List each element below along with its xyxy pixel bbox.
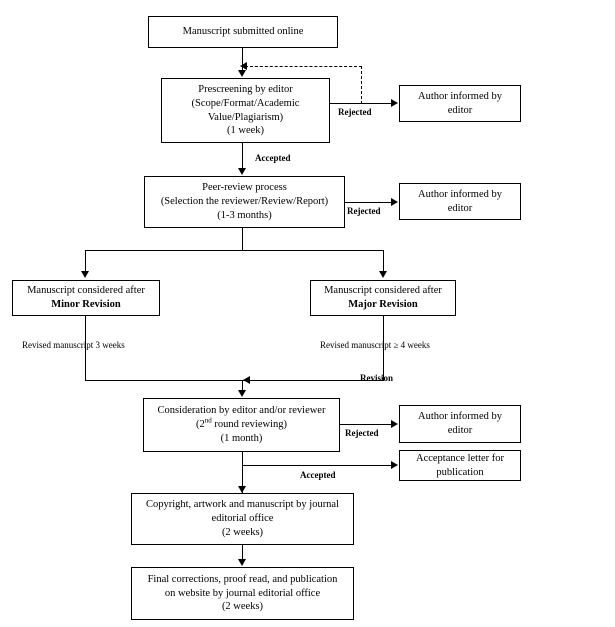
edge-prescreening-rejected bbox=[330, 103, 392, 104]
node-peer-review[interactable]: Peer-review process (Selection the revie… bbox=[144, 176, 345, 228]
arrowhead-right-author-informed-1 bbox=[391, 99, 398, 107]
node-prescreening[interactable]: Prescreening by editor (Scope/Format/Aca… bbox=[161, 78, 330, 143]
node-line: Copyright, artwork and manuscript by jou… bbox=[145, 499, 340, 511]
edge-minor-revision-down bbox=[85, 316, 86, 381]
node-line: (1 month) bbox=[220, 432, 263, 444]
edge-fork-to-minor bbox=[85, 250, 86, 272]
arrowhead-right-acceptance-letter bbox=[391, 461, 398, 469]
edge-fork-to-major bbox=[383, 250, 384, 272]
node-minor-revision[interactable]: Manuscript considered after Minor Revisi… bbox=[12, 280, 160, 316]
edge-consideration-accepted-stem bbox=[242, 452, 243, 493]
edge-peer-review-fork-bar bbox=[85, 250, 383, 251]
edge-dashed-rejected-feedback-vertical bbox=[361, 66, 362, 104]
node-acceptance-letter[interactable]: Acceptance letter for publication bbox=[399, 450, 521, 481]
ordinal-suffix: nd bbox=[204, 416, 212, 425]
edge-major-revision-down bbox=[383, 316, 384, 381]
edge-consideration-rejected bbox=[340, 424, 392, 425]
edge-label-revision: Revision bbox=[360, 373, 394, 383]
node-major-revision[interactable]: Manuscript considered after Major Revisi… bbox=[310, 280, 456, 316]
node-line: editor bbox=[447, 425, 473, 436]
node-line: (2 weeks) bbox=[221, 601, 264, 613]
node-consideration[interactable]: Consideration by editor and/or reviewer … bbox=[143, 398, 340, 452]
node-line: (2 weeks) bbox=[221, 526, 264, 538]
node-line: Consideration by editor and/or reviewer bbox=[157, 405, 326, 417]
arrowhead-down-consideration bbox=[238, 390, 246, 397]
node-line: editor bbox=[447, 104, 473, 116]
node-line: publication bbox=[436, 466, 484, 478]
node-line: (1 week) bbox=[226, 125, 265, 137]
arrowhead-down-peer-review bbox=[238, 168, 246, 175]
node-line: Final corrections, proof read, and publi… bbox=[147, 573, 338, 585]
arrowhead-down-copyright bbox=[238, 486, 246, 493]
node-line-ordinal: (2nd round reviewing) bbox=[196, 416, 287, 432]
edge-label-rejected-prescreen: Rejected bbox=[338, 107, 372, 117]
node-final-corrections[interactable]: Final corrections, proof read, and publi… bbox=[131, 567, 354, 620]
arrowhead-right-author-informed-2 bbox=[391, 198, 398, 206]
node-line: Peer-review process bbox=[202, 182, 287, 194]
node-author-informed-2[interactable]: Author informed by editor bbox=[399, 183, 521, 220]
edge-label-minor-time: Revised manuscript 3 weeks bbox=[22, 340, 125, 350]
arrowhead-right-author-informed-3 bbox=[391, 420, 398, 428]
edge-label-rejected-second: Rejected bbox=[345, 428, 379, 438]
node-line: Author informed by bbox=[418, 411, 502, 423]
node-line: Manuscript considered after bbox=[324, 285, 442, 297]
node-line: Author informed by bbox=[418, 90, 502, 102]
edge-merge-to-consideration bbox=[242, 380, 243, 391]
node-line: on website by journal editorial office bbox=[164, 587, 321, 599]
node-line: editorial office bbox=[211, 513, 274, 525]
node-line: (Scope/Format/Academic bbox=[191, 97, 300, 109]
edge-consideration-to-acceptance bbox=[242, 465, 392, 466]
edge-label-rejected-peer: Rejected bbox=[347, 206, 381, 216]
node-author-informed-3[interactable]: Author informed by editor bbox=[399, 405, 521, 443]
node-line-ordinal-pre: (2 bbox=[196, 419, 205, 431]
edge-prescreening-accepted bbox=[242, 143, 243, 168]
arrowhead-down-final-corrections bbox=[238, 559, 246, 566]
node-line: Prescreening by editor bbox=[198, 83, 293, 95]
node-line-emphasis: Major Revision bbox=[348, 299, 418, 310]
node-author-informed-1[interactable]: Author informed by editor bbox=[399, 85, 521, 122]
arrowhead-down-major-revision bbox=[379, 271, 387, 278]
edge-copyright-to-final bbox=[242, 545, 243, 560]
node-line: Author informed by bbox=[418, 188, 502, 200]
edge-revision-merge-bar bbox=[85, 380, 384, 381]
arrowhead-down-prescreening bbox=[238, 70, 246, 77]
node-line: Acceptance letter for bbox=[415, 452, 505, 464]
edge-label-accepted-second: Accepted bbox=[300, 470, 336, 480]
node-line: Value/Plagiarism) bbox=[207, 111, 284, 123]
edge-label-accepted-prescreen: Accepted bbox=[255, 153, 291, 163]
edge-label-major-time: Revised manuscript ≥ 4 weeks bbox=[320, 340, 430, 350]
node-line-ordinal-post: round reviewing) bbox=[211, 419, 287, 431]
node-line: Manuscript considered after bbox=[27, 285, 145, 297]
node-line: (1-3 months) bbox=[217, 209, 272, 221]
arrowhead-left-revision bbox=[243, 376, 250, 384]
node-line: editor bbox=[447, 202, 473, 214]
node-manuscript-submitted[interactable]: Manuscript submitted online bbox=[148, 16, 338, 48]
edge-peer-review-rejected bbox=[345, 202, 392, 203]
edge-dashed-rejected-feedback-horizontal bbox=[245, 66, 362, 67]
arrowhead-down-minor-revision bbox=[81, 271, 89, 278]
node-line-emphasis: Minor Revision bbox=[51, 299, 121, 310]
node-line: (Selection the reviewer/Review/Report) bbox=[160, 196, 329, 208]
node-line: Manuscript submitted online bbox=[182, 26, 304, 38]
edge-peer-review-fork-stem bbox=[242, 228, 243, 251]
arrowhead-left-dashed-feedback bbox=[240, 62, 247, 70]
node-copyright[interactable]: Copyright, artwork and manuscript by jou… bbox=[131, 493, 354, 545]
edge-submitted-to-prescreening bbox=[242, 48, 243, 71]
